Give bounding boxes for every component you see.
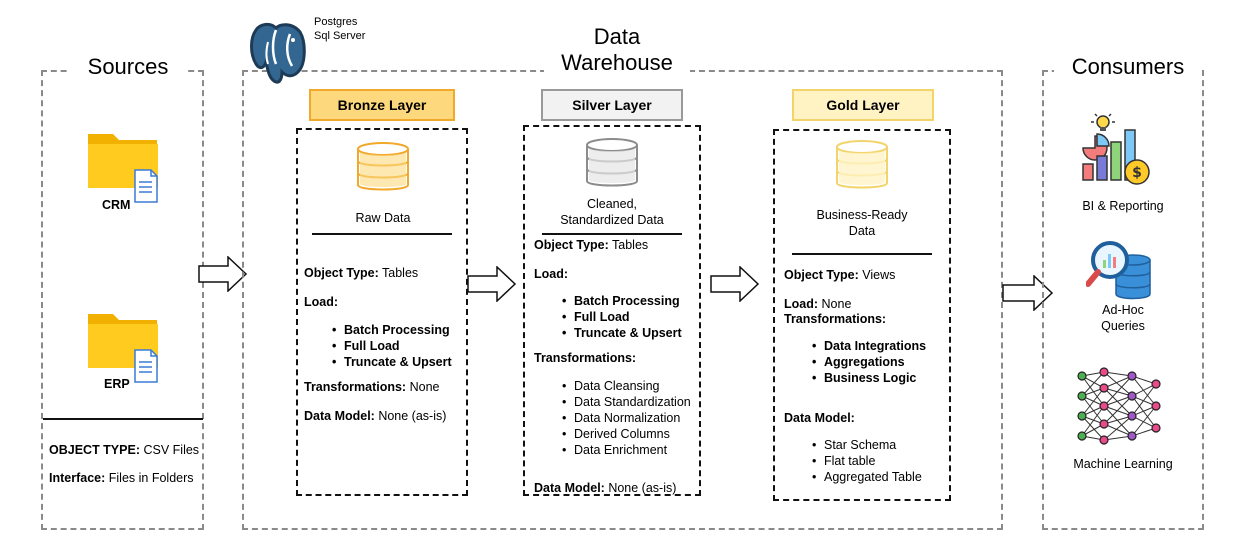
list-item: Data Enrichment xyxy=(562,442,691,458)
list-item: Batch Processing xyxy=(332,322,452,338)
adhoc-query-icon xyxy=(1086,238,1156,304)
sources-object-type: OBJECT TYPE: CSV Files xyxy=(49,443,200,457)
silver-database-icon xyxy=(584,137,640,189)
flow-arrow xyxy=(198,256,248,292)
bronze-database-icon xyxy=(355,141,411,193)
silver-transformations-label: Transformations: xyxy=(534,351,637,365)
bronze-transformations: Transformations: None xyxy=(304,380,440,394)
sources-divider xyxy=(43,418,203,420)
list-item: Full Load xyxy=(332,338,452,354)
bronze-caption: Raw Data xyxy=(355,211,411,225)
crm-folder-icon xyxy=(87,126,161,204)
silver-object-type: Object Type: Tables xyxy=(534,238,649,252)
list-item: Derived Columns xyxy=(562,426,691,442)
silver-divider xyxy=(542,233,682,235)
gold-data-model-list: Star Schema Flat table Aggregated Table xyxy=(812,437,922,485)
silver-transformations-list: Data Cleansing Data Standardization Data… xyxy=(562,378,691,458)
flow-arrow xyxy=(467,266,517,302)
bronze-divider xyxy=(312,233,452,235)
list-item: Flat table xyxy=(812,453,922,469)
warehouse-title: Data Warehouse xyxy=(544,24,690,77)
list-item: Data Standardization xyxy=(562,394,691,410)
machine-learning-label: Machine Learning xyxy=(1073,457,1173,471)
sources-interface: Interface: Files in Folders xyxy=(49,471,194,485)
silver-layer-box xyxy=(523,125,701,496)
gold-caption: Business-Ready Data xyxy=(816,208,908,238)
silver-load-label: Load: xyxy=(534,267,569,281)
list-item: Data Cleansing xyxy=(562,378,691,394)
gold-object-type: Object Type: Views xyxy=(784,268,896,282)
list-item: Data Integrations xyxy=(812,338,926,354)
silver-data-model: Data Model: None (as-is) xyxy=(534,481,677,495)
gold-load: Load: None xyxy=(784,297,852,311)
gold-layer-box xyxy=(773,129,951,501)
bronze-load-label: Load: xyxy=(304,295,339,309)
list-item: Data Normalization xyxy=(562,410,691,426)
list-item: Truncate & Upsert xyxy=(332,354,452,370)
neural-network-icon xyxy=(1074,366,1164,446)
bronze-load-list: Batch Processing Full Load Truncate & Up… xyxy=(332,322,452,370)
bronze-data-model: Data Model: None (as-is) xyxy=(304,409,447,423)
erp-folder-icon xyxy=(87,306,161,384)
gold-database-icon xyxy=(834,139,890,191)
erp-label: ERP xyxy=(104,377,130,391)
list-item: Business Logic xyxy=(812,370,926,386)
crm-label: CRM xyxy=(102,198,131,212)
flow-arrow xyxy=(710,266,760,302)
postgres-elephant-icon xyxy=(246,20,310,88)
gold-data-model-label: Data Model: xyxy=(784,411,855,425)
bronze-layer-box xyxy=(296,128,468,496)
gold-transformations-label: Transformations: xyxy=(784,312,887,326)
consumers-title: Consumers xyxy=(1054,54,1202,81)
adhoc-label: Ad-Hoc Queries xyxy=(1101,303,1145,333)
silver-layer-title: Silver Layer xyxy=(541,89,683,121)
list-item: Full Load xyxy=(562,309,682,325)
sources-title: Sources xyxy=(70,54,186,81)
silver-load-list: Batch Processing Full Load Truncate & Up… xyxy=(562,293,682,341)
bronze-object-type: Object Type: Tables xyxy=(304,266,419,280)
list-item: Truncate & Upsert xyxy=(562,325,682,341)
silver-caption: Cleaned, Standardized Data xyxy=(560,197,664,227)
list-item: Star Schema xyxy=(812,437,922,453)
svg-text:$: $ xyxy=(1132,165,1142,181)
list-item: Batch Processing xyxy=(562,293,682,309)
bronze-layer-title: Bronze Layer xyxy=(309,89,455,121)
bi-reporting-label: BI & Reporting xyxy=(1082,199,1164,213)
gold-divider xyxy=(792,253,932,255)
list-item: Aggregations xyxy=(812,354,926,370)
gold-transformations-list: Data Integrations Aggregations Business … xyxy=(812,338,926,386)
list-item: Aggregated Table xyxy=(812,469,922,485)
bi-reporting-icon: $ xyxy=(1077,112,1157,190)
postgres-label: Postgres Sql Server xyxy=(314,16,366,42)
gold-layer-title: Gold Layer xyxy=(792,89,934,121)
